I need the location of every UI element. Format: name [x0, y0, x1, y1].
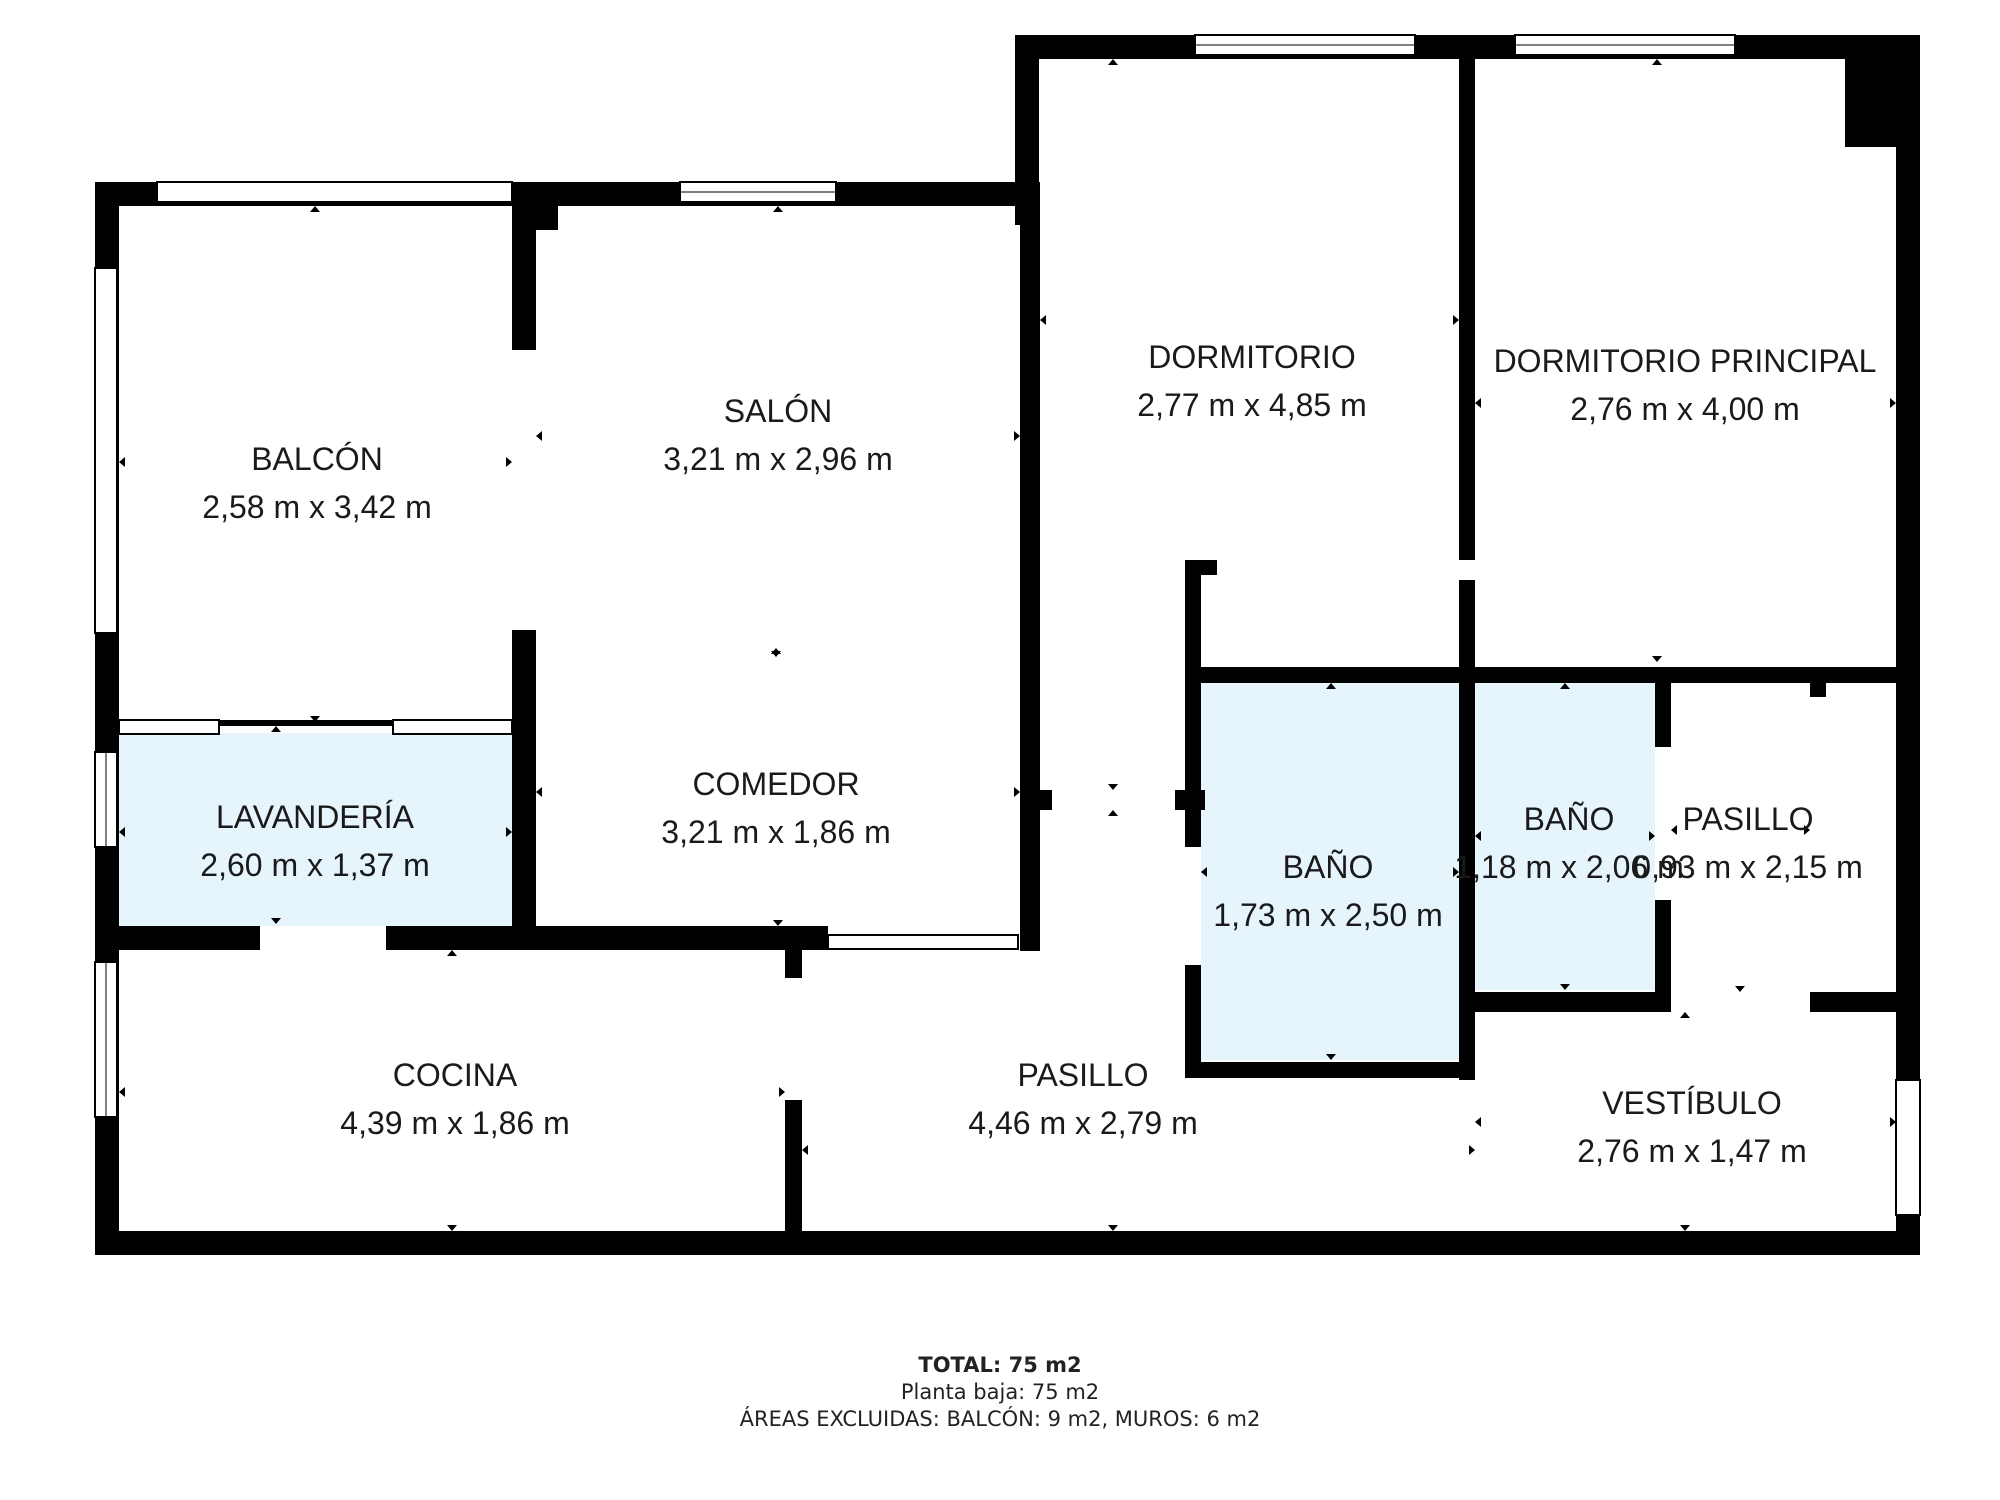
dimension-ticks [119, 59, 1896, 1231]
total-area: TOTAL: 75 m2 [918, 1353, 1082, 1377]
room-dims-vestibulo: 2,76 m x 1,47 m [1577, 1133, 1806, 1169]
room-name-pasillo-1: PASILLO [1682, 801, 1813, 837]
bano-1-fill [1200, 680, 1460, 1060]
walls [95, 35, 1920, 1255]
room-dims-comedor: 3,21 m x 1,86 m [661, 814, 890, 850]
excluded-areas: ÁREAS EXCLUIDAS: BALCÓN: 9 m2, MUROS: 6 … [739, 1407, 1261, 1431]
room-dims-lavanderia: 2,60 m x 1,37 m [200, 847, 429, 883]
room-dims-cocina: 4,39 m x 1,86 m [340, 1105, 569, 1141]
area-summary: TOTAL: 75 m2 Planta baja: 75 m2 ÁREAS EX… [0, 1352, 2000, 1433]
room-dims-dormitorio-principal: 2,76 m x 4,00 m [1570, 391, 1799, 427]
room-name-balcon: BALCÓN [251, 441, 383, 477]
room-dims-bano-1: 1,73 m x 2,50 m [1213, 897, 1442, 933]
room-dims-salon: 3,21 m x 2,96 m [663, 441, 892, 477]
room-dims-pasillo-1: 0,93 m x 2,15 m [1633, 849, 1862, 885]
room-dims-balcon: 2,58 m x 3,42 m [202, 489, 431, 525]
room-name-bano-2: BAÑO [1524, 801, 1615, 837]
room-labels: BALCÓN 2,58 m x 3,42 m SALÓN 3,21 m x 2,… [200, 339, 1876, 1169]
room-name-salon: SALÓN [724, 393, 832, 429]
room-dims-bano-2: 1,18 m x 2,06 m [1454, 849, 1683, 885]
room-name-bano-1: BAÑO [1283, 849, 1374, 885]
room-name-lavanderia: LAVANDERÍA [216, 799, 415, 835]
room-name-dormitorio: DORMITORIO [1148, 339, 1355, 375]
room-name-comedor: COMEDOR [692, 766, 859, 802]
lavanderia-fill [119, 733, 512, 926]
room-name-vestibulo: VESTÍBULO [1602, 1085, 1782, 1121]
room-dims-dormitorio: 2,77 m x 4,85 m [1137, 387, 1366, 423]
bano-2-fill [1475, 680, 1655, 990]
room-name-dormitorio-principal: DORMITORIO PRINCIPAL [1494, 343, 1877, 379]
room-dims-pasillo-2: 4,46 m x 2,79 m [968, 1105, 1197, 1141]
windows [94, 34, 1921, 1216]
door-openings [260, 350, 1671, 1100]
room-name-pasillo-2: PASILLO [1017, 1057, 1148, 1093]
floor-area: Planta baja: 75 m2 [900, 1380, 1100, 1404]
room-name-cocina: COCINA [393, 1057, 518, 1093]
